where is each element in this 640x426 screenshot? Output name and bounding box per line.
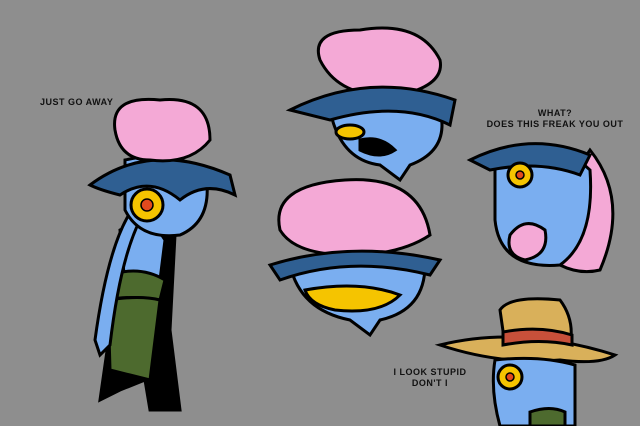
angry-head-top xyxy=(285,26,457,183)
full-body-character xyxy=(87,97,238,412)
caption-dont-i: DON'T I xyxy=(411,378,449,388)
grinning-head-middle xyxy=(267,178,443,338)
caption-just-go-away: JUST GO AWAY xyxy=(40,97,114,107)
caption-look-stupid: I LOOK STUPID DON'T I xyxy=(385,367,475,389)
caption-what: WHAT? xyxy=(537,108,573,118)
caption-freak-you-out: DOES THIS FREAK YOU OUT xyxy=(486,119,624,129)
caption-i-look-stupid: I LOOK STUPID xyxy=(393,367,467,377)
curled-character-right xyxy=(466,142,615,274)
caption-what-freak: WHAT? DOES THIS FREAK YOU OUT xyxy=(480,108,630,130)
straw-hat-character xyxy=(434,297,619,426)
